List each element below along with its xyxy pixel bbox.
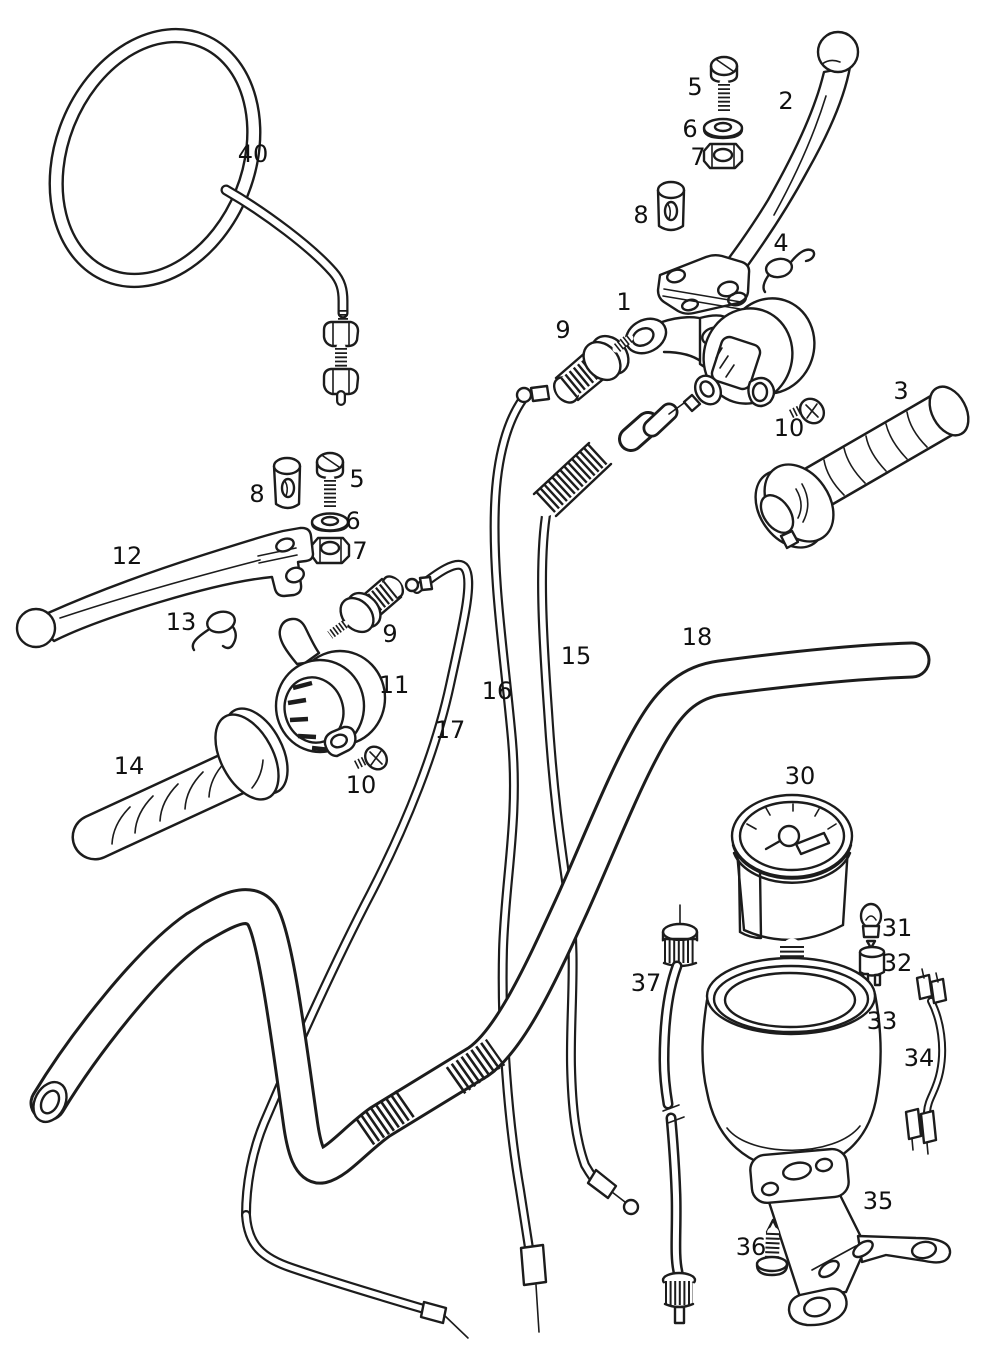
callout-handlebar-label: 18 [682, 623, 713, 651]
callout-left-grip-label: 14 [114, 752, 145, 780]
part-rear-view-mirror [48, 27, 360, 406]
part-washer-right [702, 117, 744, 140]
part-throttle-grip [754, 385, 970, 550]
callout-screw10-right-label: 10 [774, 414, 805, 442]
part-lever-spring-left [191, 610, 237, 652]
callout-bulb-label: 31 [882, 914, 913, 942]
callout-screw10-left-label: 10 [346, 771, 377, 799]
callout-adjuster-right-label: 9 [555, 316, 570, 344]
part-left-grip [71, 707, 289, 861]
callout-spring-right-label: 4 [773, 229, 788, 257]
part-clutch-lever [15, 526, 315, 649]
part-cable-adjuster-left [327, 575, 434, 639]
part-pivot-pin-right [656, 180, 686, 232]
part-brake-lever-bracket [624, 297, 816, 408]
part-pivot-screw-left [315, 451, 345, 514]
callout-clutch-bracket-label: 11 [379, 671, 410, 699]
callout-washer-right-label: 6 [682, 115, 697, 143]
callout-labels: 40 5 2 6 7 8 4 1 9 3 10 8 5 6 7 12 13 9 … [112, 73, 935, 1261]
part-tapping-screw [755, 1218, 789, 1277]
part-bracket-screw-left [351, 745, 389, 771]
callout-spring-left-label: 13 [166, 608, 197, 636]
part-nut-right [702, 142, 744, 170]
callout-throttle-grip-label: 3 [893, 377, 908, 405]
callout-screw5-left-label: 5 [349, 465, 364, 493]
part-clutch-lever-bracket [274, 617, 387, 758]
part-clutch-cable-upper [241, 559, 474, 1220]
callout-throttle-cable-label: 15 [561, 642, 592, 670]
callout-nut-left-label: 7 [352, 537, 367, 565]
callout-clutch-cable-label: 17 [435, 716, 466, 744]
callout-socket-label: 32 [882, 949, 913, 977]
part-front-brake-cable [489, 394, 534, 1253]
part-bracket-screw-right [786, 397, 826, 425]
part-bulb [859, 902, 883, 950]
callout-bracket-right-label: 1 [616, 288, 631, 316]
throttle-cable-end [586, 1168, 640, 1216]
part-speedometer [730, 793, 854, 976]
callout-brake-lever-label: 2 [778, 87, 793, 115]
callout-adjuster-left-label: 9 [382, 620, 397, 648]
callout-clutch-lever-label: 12 [112, 542, 143, 570]
callout-screw36-label: 36 [736, 1233, 767, 1261]
callout-pin-left-label: 8 [249, 480, 264, 508]
part-washer-left [310, 512, 350, 533]
part-speedometer-case [701, 956, 882, 1172]
part-cable-adjuster-right [515, 333, 635, 404]
callout-case-label: 33 [867, 1007, 898, 1035]
part-handlebar [29, 641, 931, 1185]
part-wire-lead [904, 968, 948, 1155]
callout-screw5-right-label: 5 [687, 73, 702, 101]
part-front-brake-lever [656, 30, 860, 315]
part-speedometer-bracket [749, 1147, 952, 1327]
callout-bracket35-label: 35 [863, 1187, 894, 1215]
part-nut-left [310, 536, 351, 565]
callout-mirror-label: 40 [238, 140, 269, 168]
callout-speedo-cable-label: 37 [631, 969, 662, 997]
brake-cable-end [519, 1243, 548, 1333]
part-pivot-screw-right [709, 55, 739, 118]
part-clutch-cable-lower [241, 1210, 469, 1339]
part-lever-spring-right [762, 248, 816, 294]
throttle-cable-adjuster [531, 393, 702, 518]
callout-speedometer-label: 30 [785, 762, 816, 790]
callout-washer-left-label: 6 [345, 507, 360, 535]
callout-pin-right-label: 8 [633, 201, 648, 229]
callout-nut-right-label: 7 [690, 143, 705, 171]
callout-wire-label: 34 [904, 1044, 935, 1072]
part-speedometer-cable [655, 904, 705, 1325]
callout-brake-cable-label: 16 [482, 677, 513, 705]
part-pivot-pin-left [272, 456, 302, 510]
